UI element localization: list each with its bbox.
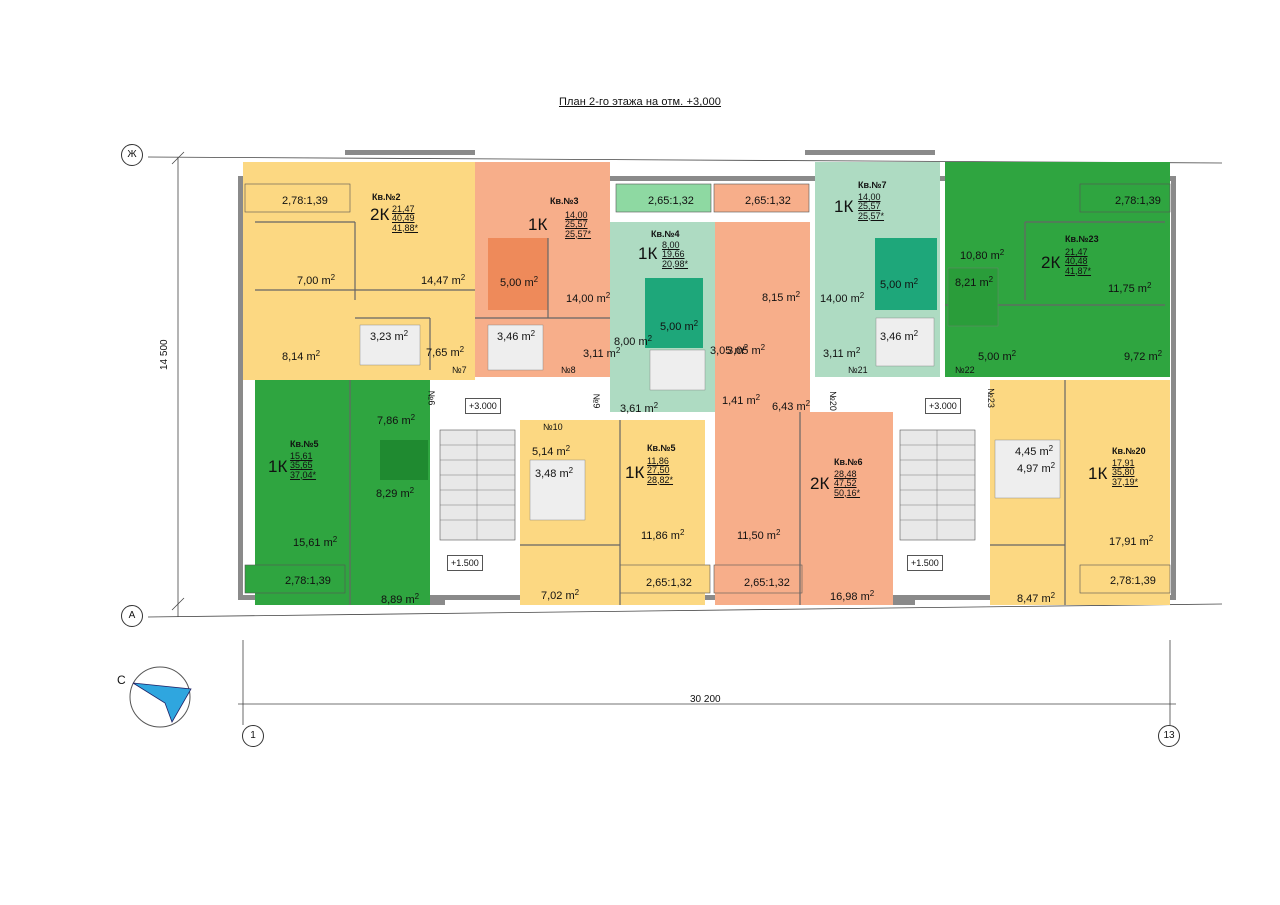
- section-number: №22: [955, 365, 975, 375]
- room-area-label: 5,00 m2: [978, 349, 1017, 363]
- dimension-depth: 14 500: [159, 339, 170, 370]
- bathrooms: [359, 267, 1061, 521]
- north-label: С: [117, 673, 126, 687]
- section-number: №10: [543, 422, 563, 432]
- room-area-label: 7,00 m2: [297, 273, 336, 287]
- balcony-label: 2,78:1,39: [285, 575, 331, 587]
- staircases: [439, 429, 976, 541]
- room-area-label: 3,61 m2: [620, 401, 659, 415]
- apt7-room-teal: [875, 238, 937, 310]
- balconies-shapes: [244, 183, 1171, 594]
- room-area-label: 9,72 m2: [1124, 349, 1163, 363]
- section-number: №21: [848, 365, 868, 375]
- plan-title: План 2-го этажа на отм. +3,000: [558, 96, 722, 108]
- compass-icon: [129, 666, 192, 728]
- room-area-label: 5,00 m2: [500, 275, 539, 289]
- room-area-label: 3,05 m2: [710, 343, 749, 357]
- apartment-fills: [243, 162, 1170, 605]
- room-area-label: 3,46 m2: [497, 329, 536, 343]
- room-area-label: 17,91 m2: [1109, 534, 1154, 548]
- room-area-label: 8,15 m2: [762, 290, 801, 304]
- room-area-label: 6,43 m2: [772, 399, 811, 413]
- axis-a: А: [121, 605, 143, 627]
- balcony-label: 2,65:1,32: [745, 195, 791, 207]
- room-area-label: 14,47 m2: [421, 273, 466, 287]
- room-area-label: 14,00 m2: [820, 291, 865, 305]
- room-area-label: 3,11 m2: [583, 346, 621, 360]
- room-area-label: 8,29 m2: [376, 486, 415, 500]
- elevation-marker: +1.500: [907, 555, 943, 571]
- axis-13: 13: [1158, 725, 1180, 747]
- apt3-room-dark: [488, 238, 548, 310]
- balcony-label: 2,78:1,39: [282, 195, 328, 207]
- room-area-label: 4,97 m2: [1017, 461, 1056, 475]
- elevation-marker: +3.000: [925, 398, 961, 414]
- room-area-label: 7,65 m2: [426, 345, 465, 359]
- elevation-marker: +1.500: [447, 555, 483, 571]
- partitions: [255, 221, 1165, 605]
- dimension-width: 30 200: [690, 694, 721, 705]
- balcony-label: 2,65:1,32: [744, 577, 790, 589]
- room-area-label: 11,86 m2: [641, 528, 685, 542]
- room-area-label: 14,00 m2: [566, 291, 611, 305]
- room-area-label: 5,00 m2: [880, 277, 919, 291]
- apt5-left-bath: [380, 440, 428, 480]
- room-area-label: 4,45 m2: [1015, 444, 1054, 458]
- room-area-label: 8,21 m2: [955, 275, 994, 289]
- salmon-center-fill: [715, 222, 810, 412]
- axis-1: 1: [242, 725, 264, 747]
- section-number: №7: [452, 365, 467, 375]
- section-number: №8: [561, 365, 576, 375]
- room-area-label: 15,61 m2: [293, 535, 338, 549]
- balcony-label: 2,65:1,32: [648, 195, 694, 207]
- room-area-label: 1,41 m2: [722, 393, 761, 407]
- room-area-label: 5,14 m2: [532, 444, 571, 458]
- room-area-label: 7,86 m2: [377, 413, 416, 427]
- room-area-label: 8,00 m2: [614, 334, 653, 348]
- room-area-label: 3,46 m2: [880, 329, 919, 343]
- room-area-label: 3,48 m2: [535, 466, 574, 480]
- axis-zh: Ж: [121, 144, 143, 166]
- room-area-label: 10,80 m2: [960, 248, 1005, 262]
- room-area-label: 3,23 m2: [370, 329, 409, 343]
- room-area-label: 11,75 m2: [1108, 281, 1152, 295]
- balcony-label: 2,65:1,32: [646, 577, 692, 589]
- section-number: №6: [426, 390, 437, 406]
- room-area-label: 3,11 m2: [823, 346, 861, 360]
- section-number: №23: [985, 388, 996, 408]
- section-number: №9: [591, 393, 602, 409]
- room-area-label: 7,02 m2: [541, 588, 580, 602]
- balcony-label: 2,78:1,39: [1115, 195, 1161, 207]
- room-area-label: 5,00 m2: [660, 319, 699, 333]
- room-area-label: 8,89 m2: [381, 592, 420, 606]
- balcony-label: 2,78:1,39: [1110, 575, 1156, 587]
- section-number: №20: [827, 391, 838, 411]
- room-area-label: 3,05 m2: [727, 343, 766, 357]
- room-area-label: 8,14 m2: [282, 349, 321, 363]
- apt4-room-teal: [645, 278, 703, 348]
- room-area-label: 8,47 m2: [1017, 591, 1056, 605]
- room-area-label: 16,98 m2: [830, 589, 875, 603]
- elevation-marker: +3.000: [465, 398, 501, 414]
- room-area-label: 11,50 m2: [737, 528, 781, 542]
